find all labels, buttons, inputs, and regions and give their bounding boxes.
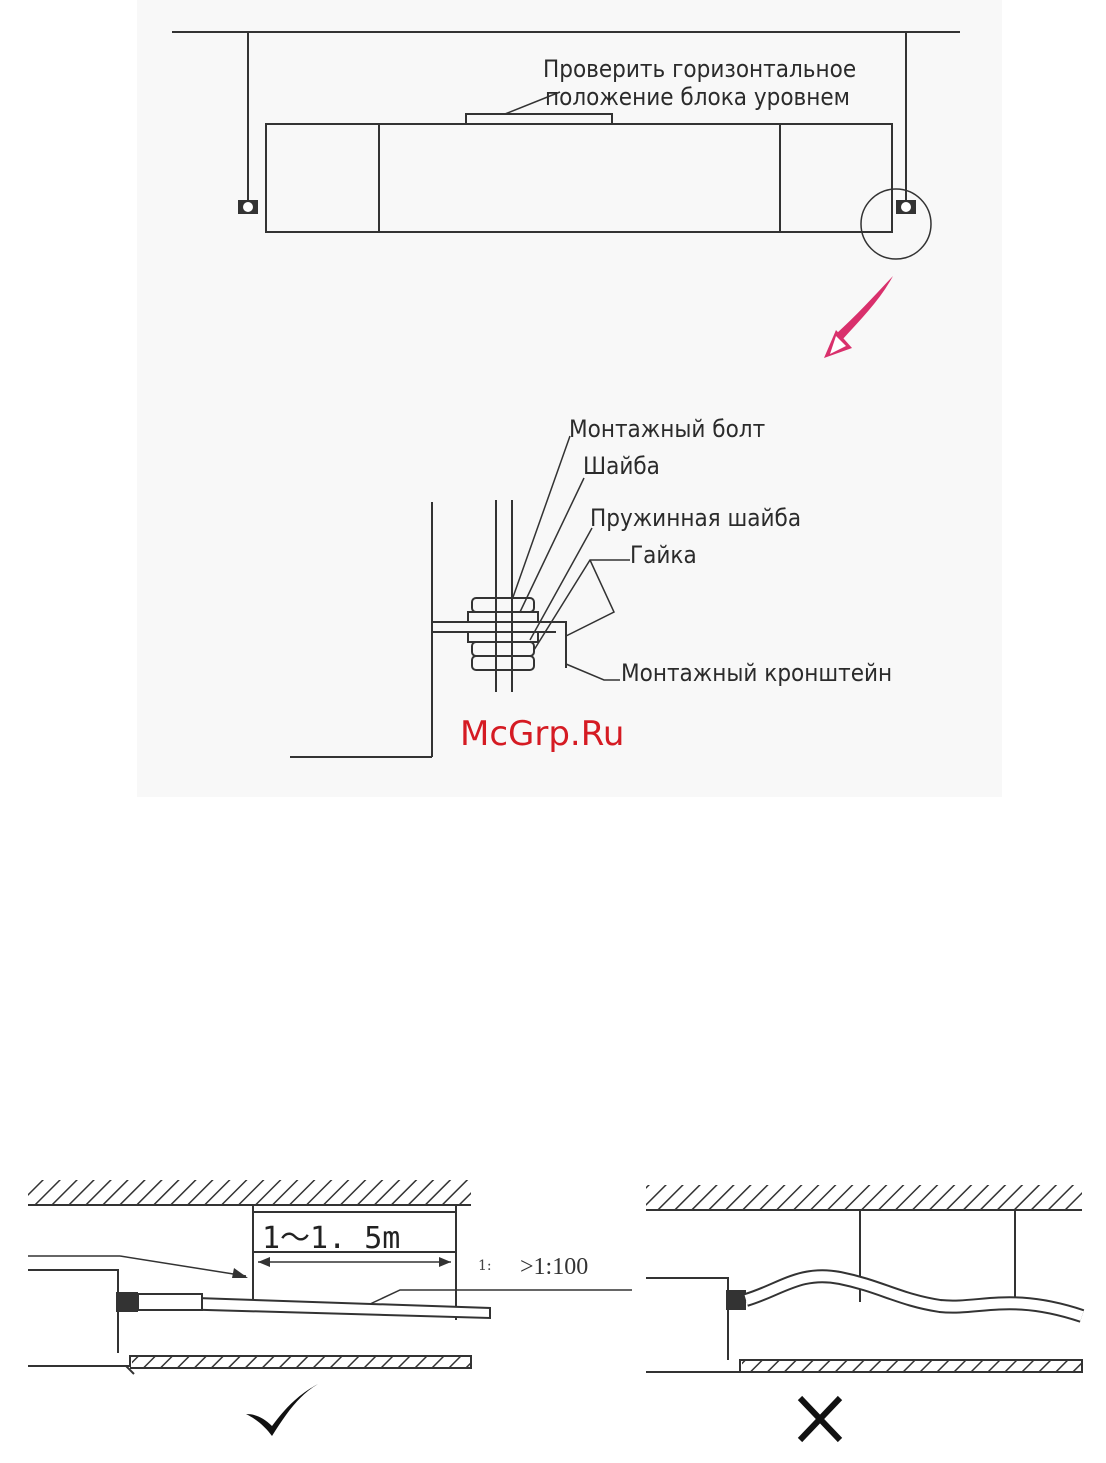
indoor-unit-outline-left — [28, 1270, 118, 1353]
slope-label: >1:100 — [520, 1254, 588, 1280]
left-bolt-icon — [238, 200, 258, 214]
bolt-label: Монтажный болт — [569, 415, 765, 443]
nut-label: Гайка — [630, 541, 697, 569]
ceiling-hatch-right — [646, 1185, 1082, 1209]
bolt-leader — [512, 436, 570, 600]
washer-leader — [520, 478, 584, 612]
spring-washer-leader — [530, 528, 592, 640]
pipe-connector-right — [726, 1290, 746, 1310]
bolt-assembly-detail: Монтажный болт Шайба Пружинная шайба Гай… — [290, 415, 892, 757]
spacing-label: 1～1. 5m — [262, 1221, 400, 1256]
indoor-unit-body — [266, 124, 892, 232]
lower-washer — [468, 632, 538, 642]
correct-pipe-figure: 1～1. 5m 1: >1:100 — [28, 1180, 632, 1436]
right-bolt-icon — [896, 200, 916, 214]
washer-label: Шайба — [583, 452, 660, 480]
slope-small-label: 1: — [478, 1258, 492, 1274]
wrong-pipe-figure — [646, 1185, 1082, 1440]
pipe-leader — [28, 1256, 246, 1276]
pipe-insulation — [138, 1294, 202, 1310]
lower-nut — [472, 642, 534, 656]
false-ceiling-hatch-left — [132, 1356, 471, 1368]
detail-arrow-icon — [824, 276, 893, 358]
check-mark-icon — [246, 1384, 318, 1436]
lock-nut — [472, 656, 534, 670]
ceiling-hatch-left — [28, 1180, 471, 1204]
cross-mark-icon — [800, 1398, 840, 1440]
level-label-line2: положение блока уровнем — [545, 83, 850, 111]
bracket-leader — [566, 664, 620, 680]
pipe-connector-left — [116, 1292, 138, 1312]
slope-leader — [370, 1290, 456, 1304]
mounting-bracket — [432, 622, 566, 668]
upper-washer — [468, 612, 538, 622]
upper-nut — [472, 598, 534, 612]
unit-suspension-figure: Проверить горизонтальное положение блока… — [172, 32, 960, 259]
bracket-label: Монтажный кронштейн — [621, 659, 892, 687]
nut-leader — [534, 560, 630, 650]
spring-washer-label: Пружинная шайба — [590, 504, 801, 532]
indoor-unit-outline-right — [646, 1278, 728, 1360]
detail-callout-circle — [861, 189, 931, 259]
watermark: McGrp.Ru — [460, 714, 624, 754]
false-ceiling-hatch-right — [742, 1360, 1082, 1372]
spirit-level — [466, 114, 612, 124]
level-label-line1: Проверить горизонтальное — [543, 55, 856, 83]
